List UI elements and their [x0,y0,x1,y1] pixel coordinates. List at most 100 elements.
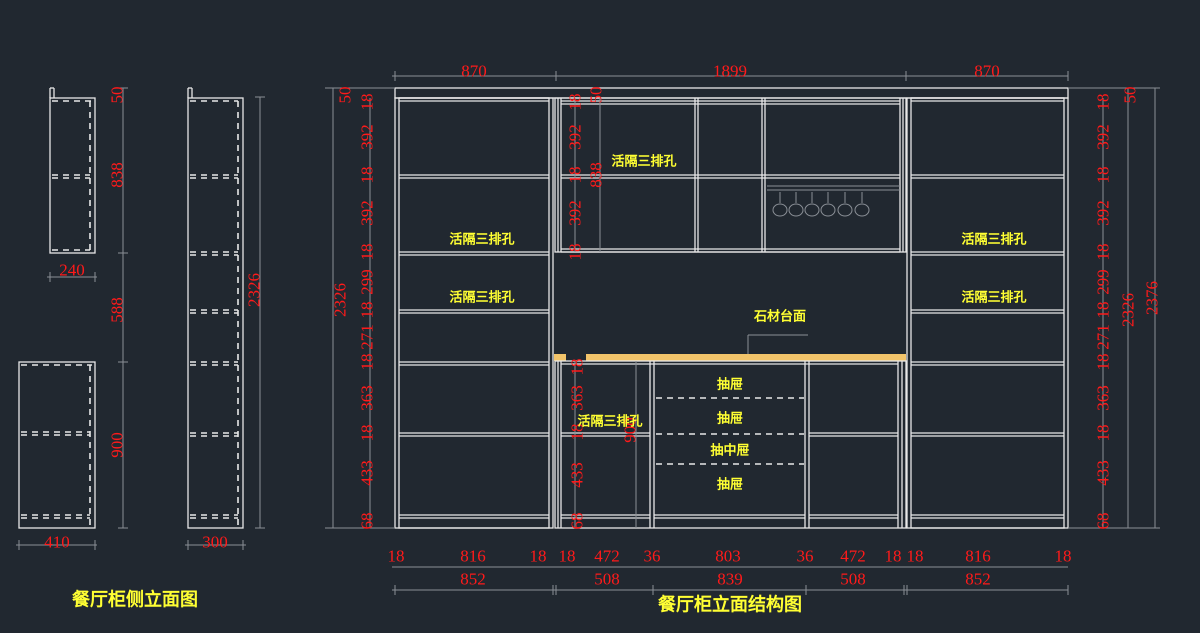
dim-label: 410 [44,533,70,552]
dim-label: 68 [358,513,377,530]
stone-countertop [554,354,566,361]
dim-label: 271 [1094,324,1113,350]
dim-label: 2326 [1119,293,1138,327]
dim-label: 18 [566,244,585,261]
drawer-label: 抽屉 [717,477,743,493]
top-crown [394,87,1069,99]
dim-label: 36 [644,547,661,566]
shelf-label: 活隔三排孔 [961,232,1026,248]
dim-label: 508 [594,570,620,589]
shelf-label: 活隔三排孔 [449,232,514,248]
dim-label: 816 [965,547,991,566]
shelf-label: 活隔三排孔 [611,154,676,170]
dim-label: 50 [336,87,355,104]
dim-label: 588 [108,297,127,323]
lower-side-panel [18,361,96,529]
dim-label: 18 [568,424,587,441]
dim-label: 18 [559,547,576,566]
dim-label: 852 [460,570,486,589]
dim-label: 2376 [1143,281,1162,315]
dim-label: 870 [974,62,1000,81]
dim-label: 2326 [245,273,264,307]
cabinet-geometry [16,71,1160,595]
dim-label: 508 [840,570,866,589]
dim-label: 392 [358,200,377,226]
dim-label: 18 [358,354,377,371]
dim-label: 803 [715,547,741,566]
dim-label: 299 [1094,269,1113,295]
dim-label: 18 [1094,302,1113,319]
wine-glass-icon [772,203,788,217]
dim-label: 2326 [331,283,350,317]
dim-label: 36 [797,547,814,566]
side-view-title: 餐厅柜侧立面图 [71,589,198,611]
dim-label: 18 [568,359,587,376]
dim-label: 18 [1094,94,1113,111]
dim-label: 363 [568,385,587,411]
dim-label: 900 [621,417,640,443]
dim-label: 271 [358,324,377,350]
lower-middle-cabinet [554,360,907,529]
dim-label: 900 [108,432,127,458]
dim-label: 240 [59,261,85,280]
upper-side-panel [49,97,96,254]
elevation-title: 餐厅柜立面结构图 [657,594,802,616]
dim-label: 433 [1094,460,1113,486]
dim-label: 472 [594,547,620,566]
dim-label: 852 [965,570,991,589]
shelf-label: 活隔三排孔 [577,414,642,430]
dim-label: 838 [108,162,127,188]
dim-label: 18 [1094,354,1113,371]
dim-label: 392 [358,124,377,150]
dim-label: 839 [717,570,743,589]
stone-countertop [586,354,906,361]
dim-label: 392 [1094,200,1113,226]
dim-label: 433 [358,460,377,486]
dim-label: 870 [461,62,487,81]
dim-label: 18 [530,547,547,566]
dim-label: 68 [568,513,587,530]
dim-label: 18 [566,94,585,111]
dim-label: 472 [840,547,866,566]
wine-glass-icon [788,203,804,217]
dim-label: 18 [885,547,902,566]
wine-glass-icon [804,203,820,217]
dim-label: 18 [358,244,377,261]
dim-label: 68 [1094,513,1113,530]
wine-glass-icon [837,203,853,217]
drawer-label: 抽屉 [717,377,743,393]
dim-label: 18 [566,167,585,184]
shelf-label: 活隔三排孔 [449,290,514,306]
tall-side-panel [187,97,244,529]
wine-glass-icon [854,203,870,217]
countertop-label: 石材台面 [753,309,806,325]
dim-label: 363 [358,385,377,411]
drawer-label: 抽中屉 [710,443,749,459]
dim-label: 1899 [713,62,747,81]
dim-label: 18 [358,94,377,111]
dim-label: 433 [568,462,587,488]
dim-label: 816 [460,547,486,566]
drawer-label: 抽屉 [717,411,743,427]
dim-label: 18 [1094,425,1113,442]
dim-label: 363 [1094,385,1113,411]
dim-label: 50 [1121,87,1140,104]
dim-label: 838 [587,162,606,188]
dim-label: 392 [566,124,585,150]
dim-label: 50 [108,87,127,104]
dim-label: 50 [587,87,606,104]
dim-label: 18 [1055,547,1072,566]
dim-label: 392 [1094,124,1113,150]
dim-label: 18 [358,425,377,442]
shelf-label: 活隔三排孔 [961,290,1026,306]
dim-label: 18 [388,547,405,566]
dim-label: 392 [566,200,585,226]
dim-label: 299 [358,269,377,295]
dim-label: 18 [907,547,924,566]
wine-glass-icon [820,203,836,217]
dim-label: 18 [1094,167,1113,184]
dim-label: 18 [358,302,377,319]
dim-label: 18 [1094,244,1113,261]
